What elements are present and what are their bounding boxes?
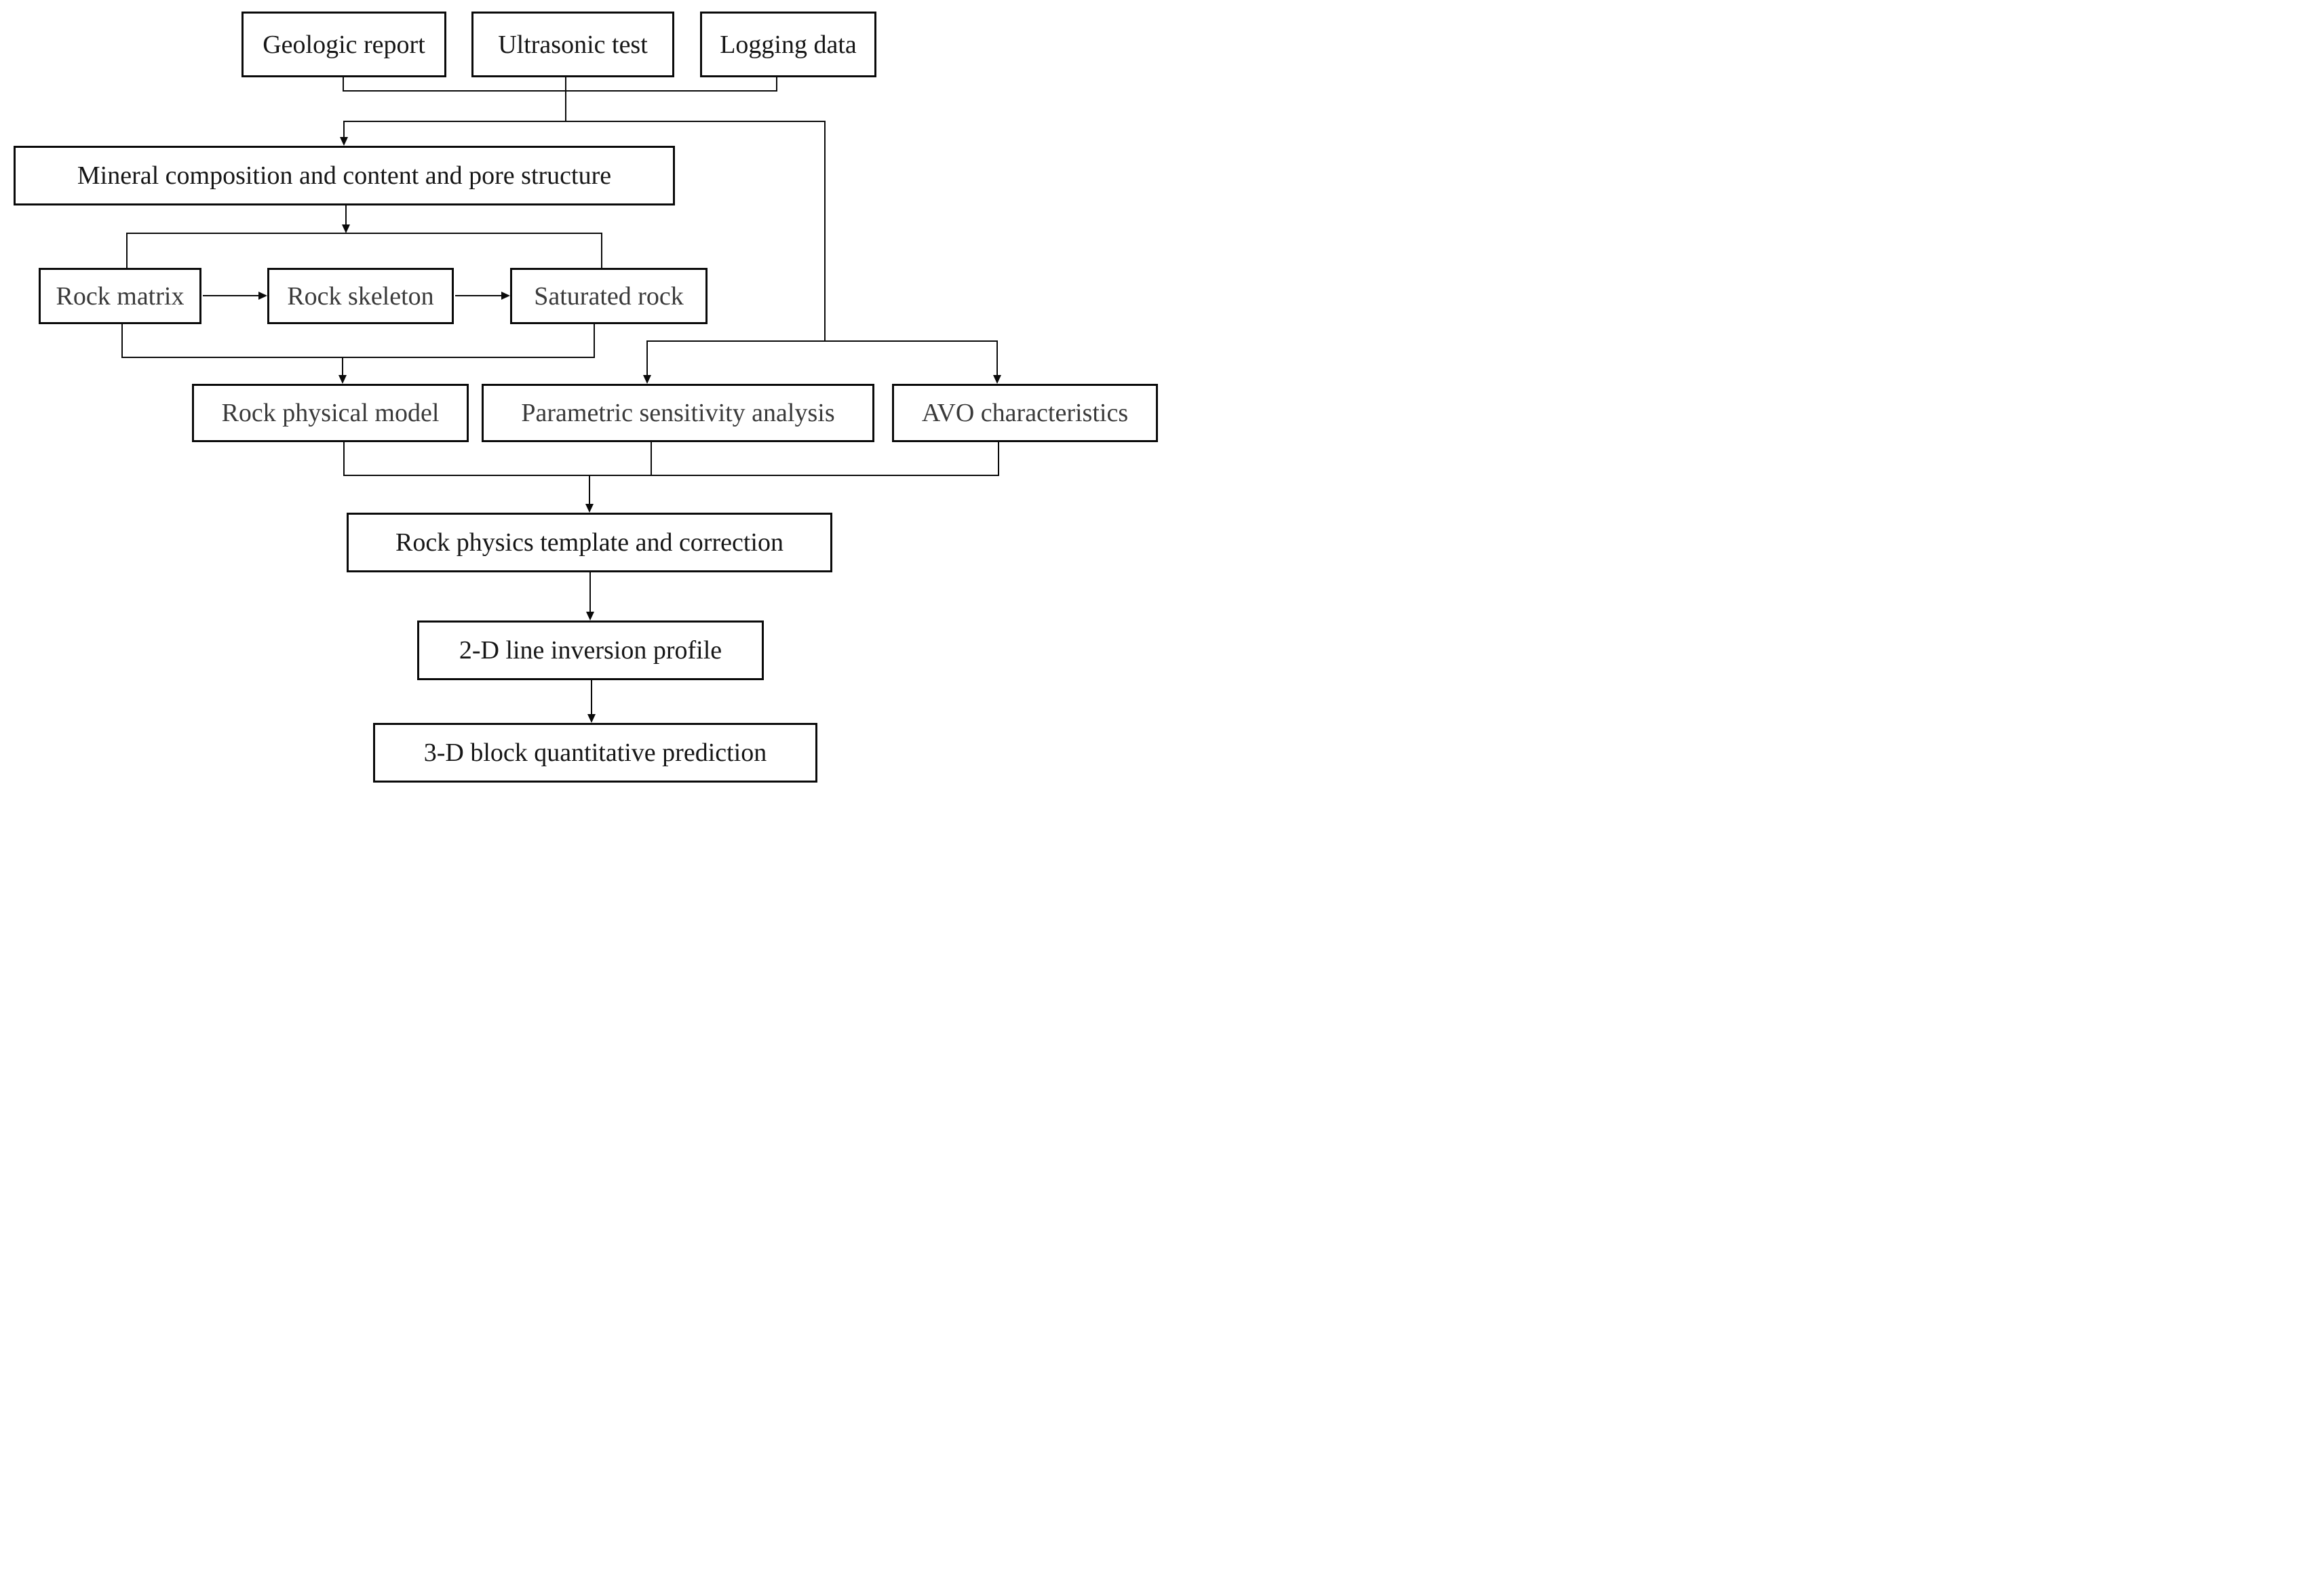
- node-label: Mineral composition and content and pore…: [77, 161, 612, 190]
- node-label: Rock matrix: [56, 281, 185, 311]
- connector-avo-down: [998, 441, 999, 475]
- connector-matrix-down: [121, 323, 123, 357]
- arrowhead-to-3d: [587, 714, 596, 723]
- node-avo-characteristics: AVO characteristics: [892, 384, 1158, 442]
- arrowhead-to-2d: [586, 612, 594, 620]
- connector-mineral-down: [345, 205, 347, 225]
- arrowhead-to-template: [585, 504, 594, 513]
- connector-parametric-down: [651, 441, 652, 475]
- node-geologic-report: Geologic report: [241, 12, 446, 77]
- connector-to-avo: [996, 340, 998, 376]
- node-ultrasonic-test: Ultrasonic test: [471, 12, 674, 77]
- node-rock-skeleton: Rock skeleton: [267, 268, 454, 324]
- node-label: Parametric sensitivity analysis: [521, 399, 835, 427]
- arrowhead-to-mineral: [340, 137, 348, 146]
- node-parametric-sensitivity-analysis: Parametric sensitivity analysis: [482, 384, 874, 442]
- connector-to-mineral: [343, 121, 345, 138]
- arrowhead-skeleton-saturated: [501, 292, 510, 300]
- node-rock-matrix: Rock matrix: [39, 268, 201, 324]
- node-saturated-rock: Saturated rock: [510, 268, 708, 324]
- connector-logging-stub: [776, 77, 777, 91]
- node-label: Saturated rock: [534, 281, 684, 311]
- connector-rockrow-bracket: [126, 233, 602, 234]
- node-label: Geologic report: [263, 30, 425, 59]
- node-label: Rock skeleton: [287, 281, 434, 311]
- connector-to-template: [589, 475, 590, 505]
- node-mineral-composition: Mineral composition and content and pore…: [14, 146, 675, 205]
- connector-right-branch: [824, 121, 826, 342]
- node-label: Logging data: [720, 30, 857, 59]
- connector-geologic-stub: [343, 77, 344, 91]
- arrowhead-to-physical: [338, 375, 347, 384]
- connector-physical-down: [343, 441, 345, 475]
- node-label: AVO characteristics: [921, 399, 1129, 427]
- connector-2d-3d: [591, 680, 592, 715]
- node-label: Rock physical model: [221, 399, 440, 427]
- arrowhead-matrix-skeleton: [258, 292, 267, 300]
- flowchart-canvas: Geologic report Ultrasonic test Logging …: [0, 0, 1162, 788]
- arrowhead-mineral-branch: [342, 224, 350, 233]
- arrowhead-to-avo: [993, 375, 1001, 384]
- connector-to-parametric: [646, 340, 648, 376]
- node-rock-physical-model: Rock physical model: [192, 384, 469, 442]
- connector-template-2d: [589, 572, 591, 612]
- connector-bracket-to-saturated: [601, 233, 602, 268]
- node-rock-physics-template: Rock physics template and correction: [347, 513, 832, 572]
- node-2d-line-inversion-profile: 2-D line inversion profile: [417, 620, 764, 680]
- connector-matrix-skeleton: [203, 295, 260, 296]
- connector-model-bus: [121, 357, 595, 358]
- connector-to-physical: [342, 357, 343, 376]
- node-label: Rock physics template and correction: [395, 528, 783, 557]
- connector-template-bus: [343, 475, 999, 476]
- node-logging-data: Logging data: [700, 12, 876, 77]
- connector-bracket-to-matrix: [126, 233, 128, 268]
- node-label: 3-D block quantitative prediction: [423, 738, 767, 767]
- arrowhead-to-parametric: [643, 375, 651, 384]
- connector-skeleton-saturated: [455, 295, 503, 296]
- node-label: 2-D line inversion profile: [459, 636, 722, 665]
- connector-sources-bus: [343, 90, 777, 92]
- connector-ultrasonic-stub: [565, 77, 566, 122]
- connector-analysis-bus: [646, 340, 998, 342]
- connector-distribution-bus: [343, 121, 826, 122]
- node-label: Ultrasonic test: [498, 30, 648, 59]
- node-3d-block-quantitative-prediction: 3-D block quantitative prediction: [373, 723, 817, 783]
- connector-saturated-down: [594, 323, 595, 357]
